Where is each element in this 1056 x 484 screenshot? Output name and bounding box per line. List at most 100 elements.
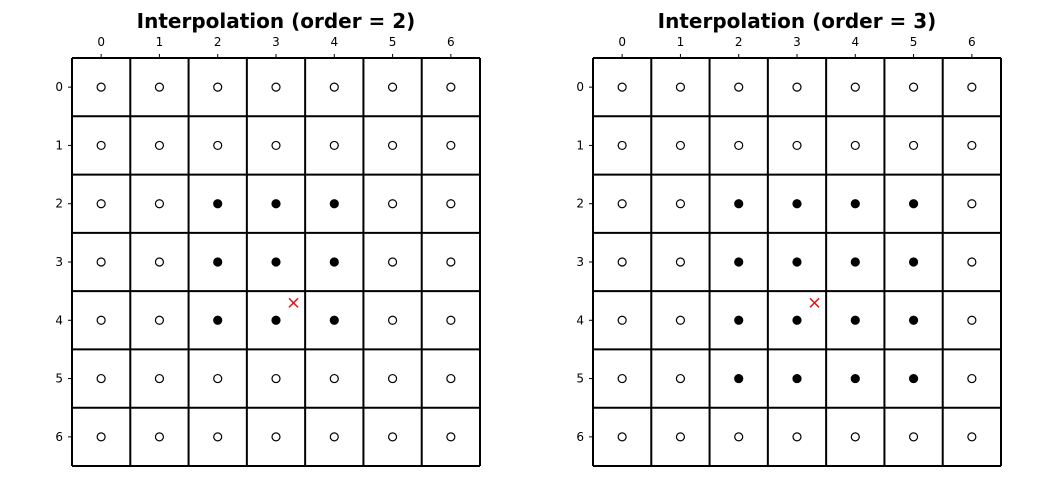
filled-point xyxy=(271,315,281,325)
open-point xyxy=(446,140,456,151)
y-tick-label: 2 xyxy=(55,197,63,211)
open-point xyxy=(96,373,106,384)
x-tick-label: 4 xyxy=(851,35,859,49)
filled-point xyxy=(908,199,919,209)
open-point xyxy=(387,82,398,92)
open-point xyxy=(446,315,456,325)
cross-stroke xyxy=(288,297,299,308)
open-point xyxy=(675,199,686,209)
open-point xyxy=(329,373,339,384)
open-point xyxy=(271,82,281,92)
y-tick-label: 6 xyxy=(576,430,584,444)
filled-point xyxy=(213,315,223,325)
y-tick-label: 0 xyxy=(55,80,63,94)
open-point xyxy=(446,373,456,384)
open-point xyxy=(271,432,281,442)
open-point xyxy=(271,140,281,151)
y-tick-label: 2 xyxy=(576,197,584,211)
filled-point xyxy=(213,199,223,209)
open-point xyxy=(271,373,281,384)
filled-point xyxy=(850,199,860,209)
open-point xyxy=(213,82,223,92)
x-tick-label: 4 xyxy=(330,35,338,49)
open-point xyxy=(96,315,106,325)
cross-stroke xyxy=(809,297,820,308)
open-point xyxy=(446,432,456,442)
filled-point xyxy=(850,315,860,325)
open-point xyxy=(850,140,860,151)
open-point xyxy=(967,315,977,325)
x-tick-label: 5 xyxy=(389,35,397,49)
filled-point xyxy=(850,373,860,384)
target-cross-marker xyxy=(288,297,299,308)
open-point xyxy=(96,257,106,267)
open-point xyxy=(387,432,398,442)
open-point xyxy=(96,82,106,92)
open-point xyxy=(446,199,456,209)
open-point xyxy=(967,199,977,209)
filled-point xyxy=(850,257,860,267)
open-point xyxy=(329,432,339,442)
x-tick-label: 1 xyxy=(677,35,685,49)
filled-point xyxy=(792,257,802,267)
open-point xyxy=(617,432,627,442)
open-point xyxy=(154,432,165,442)
open-point xyxy=(850,82,860,92)
y-tick-label: 5 xyxy=(576,372,584,386)
x-tick-label: 6 xyxy=(447,35,455,49)
open-point xyxy=(908,432,919,442)
open-point xyxy=(387,373,398,384)
filled-point xyxy=(734,199,744,209)
x-tick-label: 3 xyxy=(272,35,280,49)
filled-point xyxy=(213,257,223,267)
open-point xyxy=(329,82,339,92)
filled-point xyxy=(329,257,339,267)
target-cross-marker xyxy=(809,297,820,308)
filled-point xyxy=(329,199,339,209)
open-point xyxy=(154,373,165,384)
open-point xyxy=(617,257,627,267)
y-tick-label: 5 xyxy=(55,372,63,386)
filled-point xyxy=(734,257,744,267)
y-tick-label: 1 xyxy=(55,138,63,152)
filled-point xyxy=(908,315,919,325)
filled-point xyxy=(792,199,802,209)
open-point xyxy=(908,140,919,151)
open-point xyxy=(967,257,977,267)
open-point xyxy=(675,315,686,325)
filled-point xyxy=(734,373,744,384)
x-tick-label: 2 xyxy=(735,35,743,49)
open-point xyxy=(154,315,165,325)
open-point xyxy=(734,140,744,151)
y-tick-label: 0 xyxy=(576,80,584,94)
open-point xyxy=(908,82,919,92)
x-tick-label: 2 xyxy=(214,35,222,49)
chart-title: Interpolation (order = 3) xyxy=(658,9,937,33)
y-tick-label: 6 xyxy=(55,430,63,444)
open-point xyxy=(792,82,802,92)
filled-point xyxy=(792,315,802,325)
open-point xyxy=(96,432,106,442)
open-point xyxy=(446,82,456,92)
open-point xyxy=(792,140,802,151)
open-point xyxy=(387,140,398,151)
x-tick-label: 0 xyxy=(97,35,105,49)
filled-point xyxy=(792,373,802,384)
x-tick-label: 6 xyxy=(968,35,976,49)
open-point xyxy=(387,257,398,267)
filled-point xyxy=(908,257,919,267)
open-point xyxy=(387,199,398,209)
open-point xyxy=(154,82,165,92)
filled-point xyxy=(271,257,281,267)
open-point xyxy=(617,315,627,325)
open-point xyxy=(734,82,744,92)
y-tick-label: 3 xyxy=(576,255,584,269)
open-point xyxy=(96,140,106,151)
y-tick-label: 4 xyxy=(55,313,63,327)
open-point xyxy=(213,373,223,384)
open-point xyxy=(617,140,627,151)
open-point xyxy=(675,257,686,267)
